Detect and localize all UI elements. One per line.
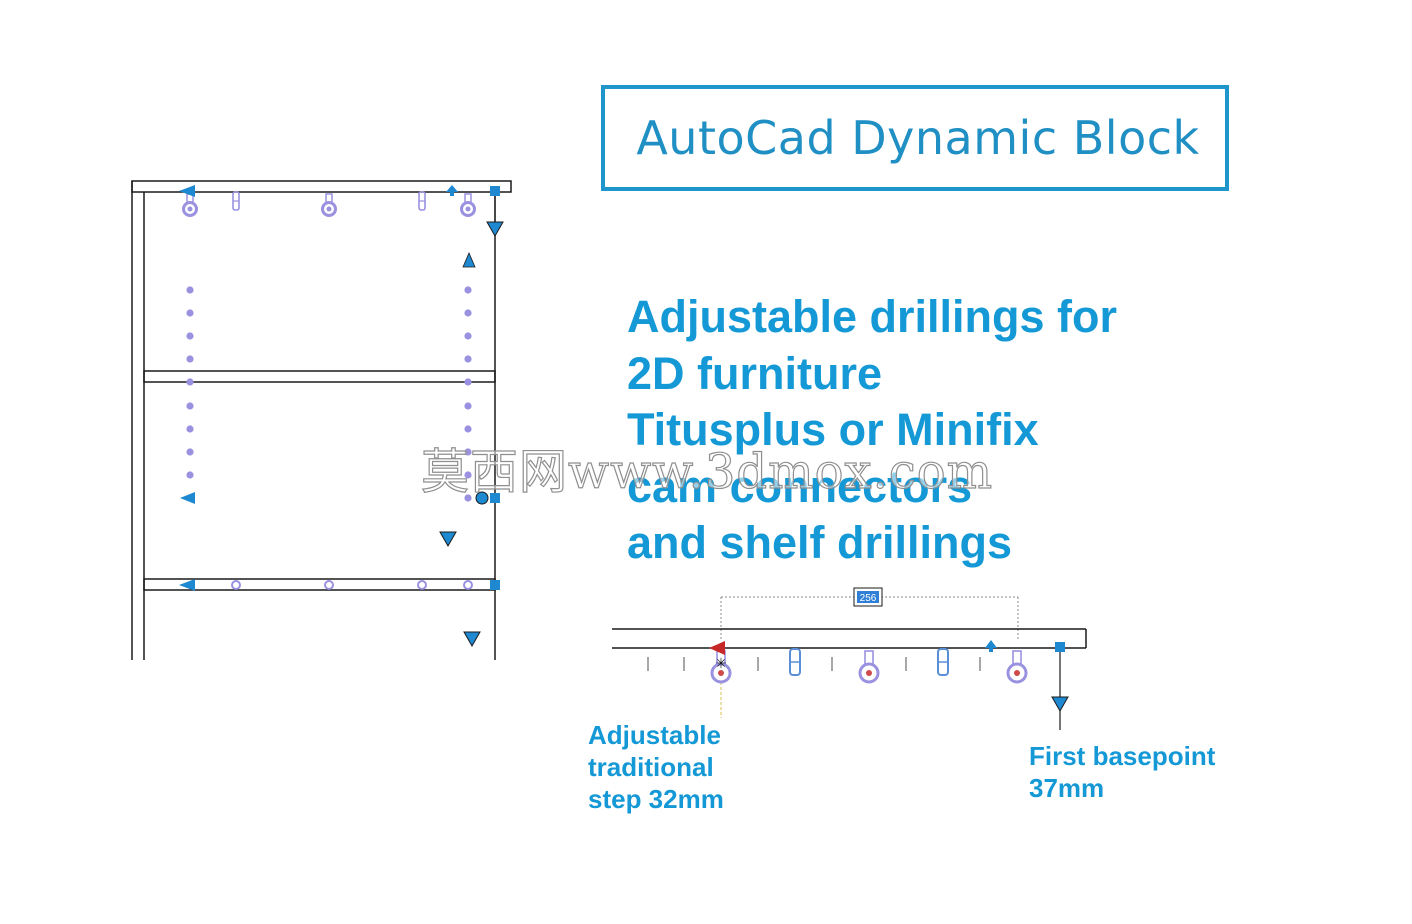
description-line: and shelf drillings	[627, 517, 1013, 568]
shelf-pin-icon	[186, 471, 194, 479]
shelf-pin-icon	[186, 309, 194, 317]
column-grips[interactable]	[180, 251, 500, 548]
note-line: 37mm	[1029, 773, 1105, 803]
circle-grip-icon	[475, 491, 489, 505]
shelf-pin-icon	[464, 332, 472, 340]
shelf-pin-icon	[464, 425, 472, 433]
shelf-pin-icon	[186, 355, 194, 363]
arrow-grip-icon	[446, 185, 458, 196]
shelf-pin-icon	[464, 402, 472, 410]
shelf-ring-icon	[463, 580, 473, 590]
step-note: Adjustable traditional step 32mm	[588, 719, 724, 815]
description: Adjustable drillings for 2D furniture Ti…	[627, 289, 1117, 572]
dowel-icon	[937, 648, 949, 676]
note-line: First basepoint	[1029, 741, 1216, 771]
triangle-grip-icon	[179, 185, 195, 197]
panel-detail	[612, 596, 1087, 718]
page-title: AutoCad Dynamic Block	[636, 111, 1200, 165]
basepoint-note: First basepoint 37mm	[1029, 740, 1215, 804]
square-grip-icon	[1055, 642, 1065, 652]
shelf-pin-icon	[186, 332, 194, 340]
base-point-marker-icon: ✳	[715, 656, 727, 672]
shelf-pin-icon	[464, 448, 472, 456]
dowel-icon	[789, 648, 801, 676]
shelf-pin-icon	[186, 425, 194, 433]
description-line: cam connectors	[627, 460, 973, 512]
detail-grips[interactable]: ✳	[709, 640, 1069, 730]
lower-shelf-connectors	[231, 580, 473, 590]
shelf-pin-icon	[464, 286, 472, 294]
shelf-pin-icon	[186, 448, 194, 456]
triangle-grip-icon	[462, 251, 476, 268]
square-grip-icon	[490, 580, 500, 590]
arrow-grip-icon	[985, 640, 997, 652]
shelf-pin-icon	[186, 378, 194, 386]
shelf-pin-icon	[186, 286, 194, 294]
shelf-pin-icon	[186, 402, 194, 410]
lower-shelf-grips[interactable]	[179, 579, 500, 648]
dowel-icon	[418, 191, 426, 211]
triangle-grip-icon	[486, 221, 504, 238]
shelf-pin-icon	[464, 378, 472, 386]
title-box: AutoCad Dynamic Block	[601, 85, 1229, 191]
shelf-ring-icon	[417, 580, 427, 590]
step-grip-icon	[709, 641, 725, 655]
shelf-ring-icon	[324, 580, 334, 590]
triangle-grip-icon	[439, 531, 457, 548]
cam-hole-icon	[460, 192, 476, 217]
cam-hole-icon	[321, 192, 337, 217]
triangle-grip-icon	[1051, 696, 1069, 713]
shelf-pin-columns	[186, 286, 472, 502]
dowel-icon	[232, 191, 240, 211]
triangle-grip-icon	[463, 631, 481, 648]
triangle-grip-icon	[180, 492, 195, 504]
shelf-pin-icon	[464, 494, 472, 502]
dimension-value: 256	[860, 593, 877, 604]
top-connectors	[182, 191, 476, 217]
cam-hole-icon	[1006, 650, 1028, 684]
shelf-ring-icon	[231, 580, 241, 590]
detail-connectors	[710, 648, 1028, 684]
note-line: traditional	[588, 752, 714, 782]
cam-hole-icon	[710, 650, 732, 684]
triangle-grip-icon	[179, 579, 195, 591]
cam-hole-icon	[858, 650, 880, 684]
square-grip-icon	[490, 493, 500, 503]
top-grips[interactable]	[179, 185, 504, 238]
description-line: 2D furniture	[627, 347, 883, 399]
description-line: Titusplus or Minifix	[627, 404, 1039, 455]
shelf-pin-icon	[464, 309, 472, 317]
shelf-pin-icon	[464, 355, 472, 363]
shelf-pin-icon	[464, 471, 472, 479]
square-grip-icon	[490, 186, 500, 196]
dimension-label[interactable]: 256	[853, 587, 883, 607]
note-line: step 32mm	[588, 784, 724, 814]
note-line: Adjustable	[588, 720, 721, 750]
cam-hole-icon	[182, 192, 198, 217]
description-line: Adjustable drillings for	[627, 291, 1118, 342]
